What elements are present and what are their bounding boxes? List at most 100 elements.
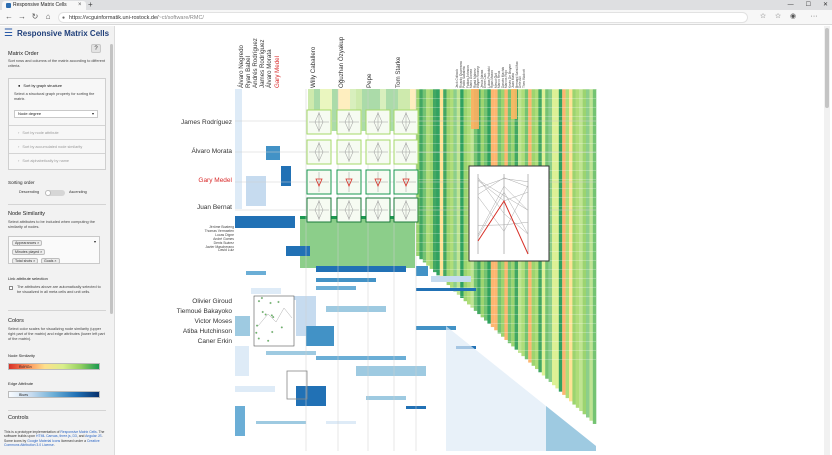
license-link[interactable]: Creative Commons Attribution 3.0 License — [4, 438, 100, 448]
row-label[interactable]: Gary Medel — [198, 177, 232, 184]
link-attribute-checkbox[interactable] — [9, 286, 13, 290]
row-label-small[interactable]: André Gomes — [213, 236, 234, 241]
libs-link[interactable]: HTML Canvas, three.js, D3 — [36, 434, 77, 439]
row-label[interactable]: Caner Erkin — [197, 338, 232, 345]
graph-property-select[interactable]: Node degree ▾ — [14, 110, 98, 118]
row-label-small[interactable]: Thomas Vermaelen — [204, 228, 234, 233]
forward-icon[interactable]: → — [18, 12, 26, 21]
band-line — [416, 332, 596, 333]
column-label[interactable]: Willy Caballero — [310, 46, 317, 88]
pc-line — [477, 191, 529, 237]
row-label[interactable]: Tiemoué Bakayoko — [176, 308, 232, 315]
column-label[interactable]: Pepe — [366, 73, 373, 88]
row-label[interactable]: Juan Bernat — [196, 204, 232, 211]
edge-cell — [235, 316, 250, 336]
menu-icon[interactable]: ··· — [810, 13, 818, 20]
sort-accumulated-similarity-option[interactable]: ›Sort by accumulated node similarity — [18, 144, 83, 149]
attribute-chip[interactable]: Appearances × — [12, 240, 43, 246]
scatter-point — [272, 316, 275, 319]
similarity-column — [433, 89, 437, 273]
sorting-order-toggle[interactable] — [45, 190, 65, 196]
similarity-column — [552, 89, 556, 386]
new-tab-button[interactable]: + — [88, 0, 93, 9]
similarity-column — [453, 89, 457, 292]
band-line — [416, 125, 596, 126]
sort-graph-structure-option[interactable]: ●Sort by graph structure — [18, 83, 63, 88]
browser-tab[interactable]: Responsive Matrix Cells × — [2, 1, 86, 10]
minimize-icon[interactable]: — — [787, 2, 794, 8]
close-tab-icon[interactable]: × — [78, 2, 82, 8]
profile-icon[interactable]: ◉ — [789, 13, 797, 20]
row-label-small[interactable]: Javier Mascherano — [205, 244, 234, 249]
edge-cell — [326, 306, 386, 312]
row-label-small[interactable]: Denis Suárez — [213, 240, 234, 245]
rmc-link[interactable]: Responsive Matrix Cells — [60, 430, 97, 434]
attribute-chip[interactable]: Goals × — [41, 258, 60, 264]
column-label[interactable]: Álvaro Negredo — [238, 45, 245, 88]
radio-icon: › — [18, 144, 20, 149]
edge-cell — [235, 216, 295, 228]
sorting-order-title: Sorting order — [8, 180, 35, 185]
toggle-knob — [45, 190, 51, 196]
edge-attribute-scale-select[interactable]: Blues — [8, 391, 100, 398]
column-label[interactable]: Andrés Rodríguez — [252, 38, 259, 88]
adjacency-matrix[interactable] — [116, 26, 832, 455]
tab-title: Responsive Matrix Cells — [13, 2, 67, 8]
row-label-small[interactable]: Jérôme Boateng — [209, 225, 234, 229]
band-line — [416, 314, 596, 315]
edge-cell — [235, 89, 242, 209]
angular-link[interactable]: Angular JS — [85, 434, 102, 439]
column-label-small[interactable]: Theo Walcott — [521, 69, 526, 88]
reload-icon[interactable]: ↻ — [31, 12, 39, 21]
edge-attribute-scale-label: Edge Attribute — [8, 381, 34, 386]
edge-cell — [316, 278, 376, 282]
back-icon[interactable]: ← — [5, 12, 13, 21]
similarity-column — [589, 89, 593, 421]
row-label[interactable]: Olivier Giroud — [192, 298, 232, 305]
column-label[interactable]: Álvaro Morata — [266, 49, 273, 88]
band-line — [416, 341, 596, 342]
attribute-chip[interactable]: Total shots × — [12, 258, 39, 264]
star-icon[interactable]: ☆ — [759, 13, 767, 20]
edge-cell — [246, 176, 266, 206]
attribute-multiselect[interactable]: Appearances × Minutes played × Total sho… — [8, 236, 100, 264]
column-label[interactable]: Tom Starke — [395, 56, 402, 88]
row-label[interactable]: Atiba Hutchinson — [182, 328, 232, 335]
sidebar-scrollbar[interactable] — [110, 44, 113, 314]
column-label[interactable]: Gary Medel — [274, 56, 281, 88]
row-label[interactable]: Álvaro Morata — [191, 148, 232, 155]
node-similarity-scale-label: Node Similarity — [8, 353, 35, 358]
edge-cell — [266, 146, 280, 160]
maximize-icon[interactable]: ☐ — [805, 2, 811, 8]
sort-node-attribute-option[interactable]: ›Sort by node attribute — [18, 130, 59, 135]
sort-alphabetical-option[interactable]: ›Sort alphabetically by name — [18, 158, 69, 163]
pc-line — [477, 221, 529, 226]
radio-icon: › — [18, 158, 20, 163]
divider — [9, 139, 105, 140]
radio-selected-icon: ● — [18, 83, 21, 88]
node-similarity-scale-select[interactable]: RdYlGn — [8, 363, 100, 370]
home-icon[interactable]: ⌂ — [45, 12, 51, 21]
edge-cell — [366, 396, 406, 400]
column-label[interactable]: Ryan Babel — [245, 56, 252, 88]
hamburger-icon[interactable]: ☰ — [4, 28, 13, 39]
collections-icon[interactable]: ☆ — [774, 13, 782, 20]
similarity-column — [558, 89, 563, 392]
footer-attribution: This is a prototype implementation of Re… — [4, 430, 105, 448]
attribute-chip[interactable]: Minutes played × — [12, 249, 46, 255]
row-label[interactable]: Victor Moses — [194, 318, 232, 325]
colors-desc: Select color scales for visualizing node… — [8, 327, 105, 341]
row-label-small[interactable]: David Luiz — [218, 248, 234, 253]
star-glyph — [373, 200, 383, 220]
main-scrollbar-thumb — [825, 28, 829, 108]
column-label[interactable]: James Rodríguez — [259, 39, 266, 89]
row-label[interactable]: James Rodríguez — [181, 119, 232, 126]
column-label[interactable]: Oğuzhan Özyakup — [338, 36, 345, 88]
url-field[interactable]: ● https://vcguinformatik.uni-rostock.de/… — [58, 12, 748, 23]
close-window-icon[interactable]: ✕ — [822, 2, 828, 8]
icons-link[interactable]: Google Material Icons — [27, 438, 61, 443]
scatter-point — [260, 297, 263, 300]
help-button[interactable]: ? — [91, 44, 101, 53]
row-label-small[interactable]: Lucas Digne — [215, 232, 234, 237]
